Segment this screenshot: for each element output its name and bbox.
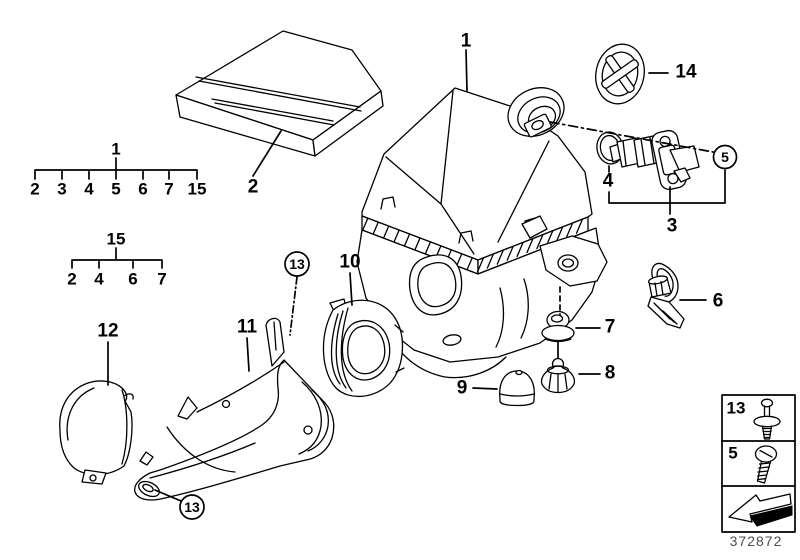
tree-1-child-label[interactable]: 6 [138, 179, 148, 199]
callout-4-label[interactable]: 4 [602, 170, 614, 192]
expanding-rivet-icon [754, 399, 780, 439]
screw-icon [756, 446, 777, 483]
legend-row-13-label: 13 [726, 398, 746, 418]
callout-13-lower-label[interactable]: 13 [184, 499, 200, 515]
tree-1-child-label[interactable]: 5 [111, 179, 121, 199]
drawing-number: 372872 [729, 533, 783, 549]
tree-1-child-label[interactable]: 15 [187, 179, 207, 199]
direction-arrow-icon [729, 494, 792, 526]
leader-lines [108, 50, 725, 501]
sealing-cap-drawing [590, 40, 649, 109]
tree-1-child-label[interactable]: 7 [164, 179, 174, 199]
tree-1-child-label[interactable]: 4 [84, 179, 94, 199]
callout-9-label[interactable]: 9 [456, 377, 468, 399]
callout-13-upper-circle[interactable] [285, 252, 309, 276]
callout-13-upper-label[interactable]: 13 [289, 256, 305, 272]
callout-14-label[interactable]: 14 [675, 61, 697, 83]
cable-clip-drawing [648, 263, 684, 328]
tree-15-child-label[interactable]: 6 [128, 269, 138, 289]
intake-tube-drawing [135, 318, 334, 500]
filter-element-drawing [176, 31, 383, 156]
callout-13-lower-circle[interactable] [180, 495, 204, 519]
blind-plug-drawing [500, 371, 535, 406]
intake-silencer-housing-drawing [357, 79, 607, 378]
callout-1-label[interactable]: 1 [460, 30, 472, 52]
rubber-grommet-drawing [542, 312, 574, 342]
spacer-bush-drawing [542, 359, 575, 393]
tree-15-child-label[interactable]: 4 [94, 269, 104, 289]
tree-15-child-label[interactable]: 2 [67, 269, 77, 289]
callout-11-label[interactable]: 11 [236, 316, 258, 338]
intake-boot-drawing [323, 299, 404, 396]
maf-sensor-drawing [610, 129, 699, 191]
tree-1-parent-label[interactable]: 1 [111, 139, 121, 159]
legend-box [722, 395, 795, 532]
callout-12-label[interactable]: 12 [97, 320, 119, 342]
callout-7-label[interactable]: 7 [604, 316, 616, 338]
callout-5-label[interactable]: 5 [721, 149, 729, 165]
callout-5-circle[interactable] [714, 146, 737, 169]
callout-8-label[interactable]: 8 [604, 362, 616, 384]
hierarchy-tree-1-lines [35, 158, 197, 179]
callout-10-label[interactable]: 10 [339, 251, 361, 273]
callout-6-label[interactable]: 6 [712, 290, 724, 312]
tree-15-parent-label[interactable]: 15 [106, 229, 126, 249]
legend-row-5-label: 5 [728, 443, 738, 463]
tree-15-child-label[interactable]: 7 [157, 269, 167, 289]
cover-drawing [60, 381, 133, 484]
tree-1-child-label[interactable]: 2 [30, 179, 40, 199]
hierarchy-tree-15-lines [72, 248, 162, 268]
tree-1-child-label[interactable]: 3 [57, 179, 67, 199]
callout-2-label[interactable]: 2 [247, 176, 259, 198]
callout-3-label[interactable]: 3 [666, 215, 678, 237]
